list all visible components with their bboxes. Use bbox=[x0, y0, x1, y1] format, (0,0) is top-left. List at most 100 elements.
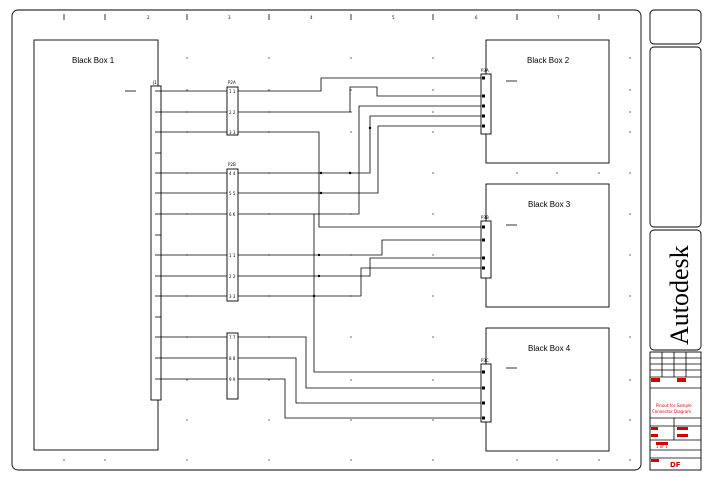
grid-dot bbox=[432, 254, 434, 256]
grid-dot bbox=[516, 172, 518, 174]
grid-dot bbox=[629, 295, 631, 297]
ruler-label: 4 bbox=[310, 15, 313, 20]
svg-text:2 2: 2 2 bbox=[229, 274, 236, 279]
black-box-4-label: Black Box 4 bbox=[528, 344, 571, 353]
grid-dot bbox=[629, 57, 631, 59]
black-box-3 bbox=[485, 183, 610, 308]
title-block-top bbox=[649, 9, 702, 45]
grid-dot bbox=[268, 379, 270, 381]
grid-dot bbox=[629, 254, 631, 256]
grid-dot bbox=[268, 459, 270, 461]
grid-dot bbox=[268, 57, 270, 59]
grid-dot bbox=[350, 57, 352, 59]
svg-text:4 4: 4 4 bbox=[229, 171, 236, 176]
drawing-number: DF bbox=[670, 461, 681, 469]
grid-dot bbox=[432, 379, 434, 381]
plug-pin bbox=[482, 386, 485, 390]
grid-dot bbox=[432, 336, 434, 338]
grid-dot bbox=[598, 172, 600, 174]
grid-dot bbox=[350, 89, 352, 91]
connector-j1-label: J1 bbox=[152, 80, 157, 85]
svg-text:2 2: 2 2 bbox=[229, 110, 236, 115]
grid-dot bbox=[104, 459, 106, 461]
grid-dot bbox=[556, 172, 558, 174]
ruler-label: 6 bbox=[475, 15, 478, 20]
title-line-1: Pinout for Sample bbox=[656, 403, 692, 408]
plug-pin bbox=[482, 256, 485, 260]
grid-dot bbox=[350, 379, 352, 381]
grid-dot bbox=[186, 89, 188, 91]
grid-dot bbox=[432, 419, 434, 421]
svg-text:5 5: 5 5 bbox=[229, 191, 236, 196]
connector-p3c bbox=[480, 363, 492, 423]
plug-pin bbox=[482, 225, 485, 229]
top-ruler: 2 3 4 5 6 7 bbox=[63, 14, 600, 20]
connector-p3a-label: P3A bbox=[481, 68, 489, 73]
grid-dot bbox=[629, 89, 631, 91]
ruler-label: 5 bbox=[392, 15, 395, 20]
sheet-number: 1 of 1 bbox=[656, 444, 668, 449]
black-box-1-label: Black Box 1 bbox=[72, 56, 115, 65]
ruler-label: 7 bbox=[557, 15, 560, 20]
grid-dot bbox=[598, 459, 600, 461]
junction-dots bbox=[312, 126, 372, 298]
black-box-4 bbox=[485, 327, 610, 452]
plug-pin bbox=[482, 114, 485, 118]
grid-dot bbox=[516, 459, 518, 461]
plug-pin bbox=[482, 104, 485, 108]
logo-panel bbox=[649, 229, 702, 351]
grid-dot bbox=[432, 459, 434, 461]
svg-text:6 6: 6 6 bbox=[229, 212, 236, 217]
grid-dot bbox=[432, 57, 434, 59]
connector-p3c-label: P3C bbox=[481, 358, 489, 363]
svg-text:8 8: 8 8 bbox=[229, 356, 236, 361]
grid-dot bbox=[432, 111, 434, 113]
pin-labels: 1 1 2 2 3 3 4 4 5 5 6 6 1 1 2 2 3 3 7 7 … bbox=[229, 89, 236, 382]
autodesk-logo: Autodesk bbox=[665, 245, 694, 345]
grid-dot bbox=[629, 379, 631, 381]
grid-dot bbox=[432, 172, 434, 174]
connector-j1 bbox=[150, 85, 162, 401]
grid-dot bbox=[629, 419, 631, 421]
plug-pin bbox=[482, 238, 485, 242]
plug-pin bbox=[482, 416, 485, 420]
black-box-3-label: Black Box 3 bbox=[528, 200, 571, 209]
plug-pin bbox=[482, 94, 485, 98]
ruler-label: 2 bbox=[147, 15, 150, 20]
connector-p2c bbox=[226, 332, 239, 400]
grid-dot bbox=[186, 459, 188, 461]
plug-pin bbox=[482, 124, 485, 128]
pin-ticks bbox=[155, 76, 485, 420]
plug-pin bbox=[482, 401, 485, 405]
black-box-2-label: Black Box 2 bbox=[527, 56, 570, 65]
grid-dot bbox=[350, 459, 352, 461]
grid-dot bbox=[432, 213, 434, 215]
connector-p3a bbox=[480, 73, 492, 135]
grid-dot bbox=[629, 131, 631, 133]
connector-p2b bbox=[226, 168, 239, 302]
grid-dot bbox=[629, 172, 631, 174]
grid-dot bbox=[268, 89, 270, 91]
connector-p3b-label: P3B bbox=[481, 215, 489, 220]
grid-dot bbox=[629, 213, 631, 215]
plug-pin bbox=[482, 266, 485, 270]
grid-dot bbox=[350, 419, 352, 421]
grid-dot bbox=[186, 419, 188, 421]
grid-dot bbox=[629, 459, 631, 461]
svg-text:9 9: 9 9 bbox=[229, 377, 236, 382]
plug-pin bbox=[482, 76, 485, 80]
grid-dot bbox=[556, 459, 558, 461]
grid-dot bbox=[432, 295, 434, 297]
grid-dot bbox=[350, 131, 352, 133]
grid-dot bbox=[432, 89, 434, 91]
grid-dot bbox=[432, 131, 434, 133]
connector-p2a bbox=[226, 86, 239, 136]
connector-p3b bbox=[480, 220, 492, 279]
svg-text:7 7: 7 7 bbox=[229, 335, 236, 340]
grid-dot bbox=[186, 57, 188, 59]
ruler-label: 3 bbox=[228, 15, 231, 20]
wires bbox=[161, 77, 481, 419]
svg-text:3 3: 3 3 bbox=[229, 130, 236, 135]
grid-dot bbox=[350, 111, 352, 113]
title-block-middle bbox=[649, 46, 702, 228]
